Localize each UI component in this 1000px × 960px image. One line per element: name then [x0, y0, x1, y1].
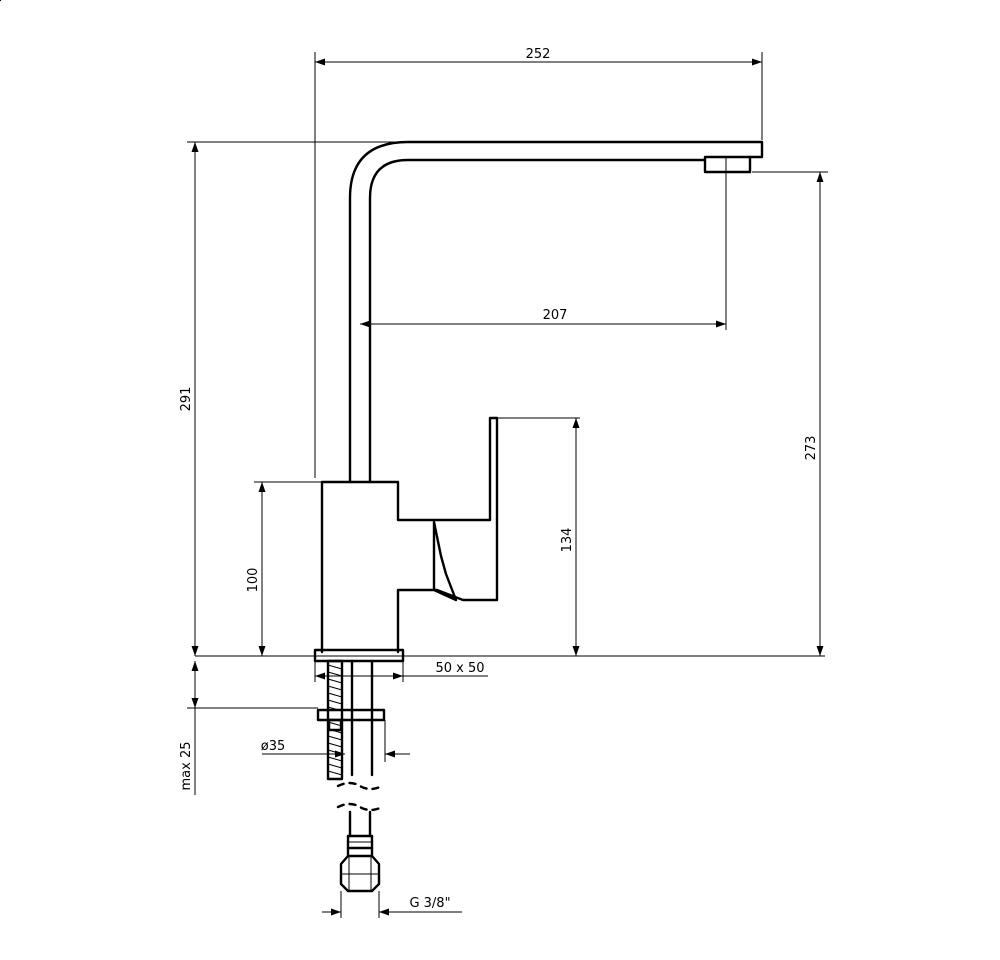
label-hole-diameter: ø35: [261, 739, 286, 754]
label-base-size: 50 x 50: [435, 661, 484, 676]
label-connection-thread: G 3/8": [409, 896, 450, 911]
dimension-labels: 252 207 291 273 134 100 50 x 50 ø35 max …: [179, 47, 819, 911]
mounting-nut: [327, 718, 343, 732]
dimension-lines: [187, 52, 828, 918]
break-line-top: [336, 781, 384, 791]
faucet-outline: [0, 0, 764, 663]
label-max-deck-thickness: max 25: [179, 742, 194, 791]
mounting-plate: [316, 708, 386, 722]
label-spout-height: 273: [804, 436, 819, 461]
label-overall-reach: 252: [526, 47, 551, 62]
label-spout-reach: 207: [543, 308, 568, 323]
reference-lines: [187, 655, 825, 709]
aerator: [703, 155, 752, 174]
label-total-height: 291: [179, 387, 194, 412]
spout-outer-edge: [348, 140, 764, 484]
spout-inner-edge: [368, 158, 707, 484]
faucet-body: [320, 416, 499, 654]
break-line-bottom: [336, 802, 384, 812]
label-body-height: 100: [246, 568, 261, 593]
mounting-assembly: [316, 659, 386, 893]
label-lever-height: 134: [560, 528, 575, 553]
lever-handle: [432, 520, 458, 602]
hex-nut: [339, 854, 381, 893]
